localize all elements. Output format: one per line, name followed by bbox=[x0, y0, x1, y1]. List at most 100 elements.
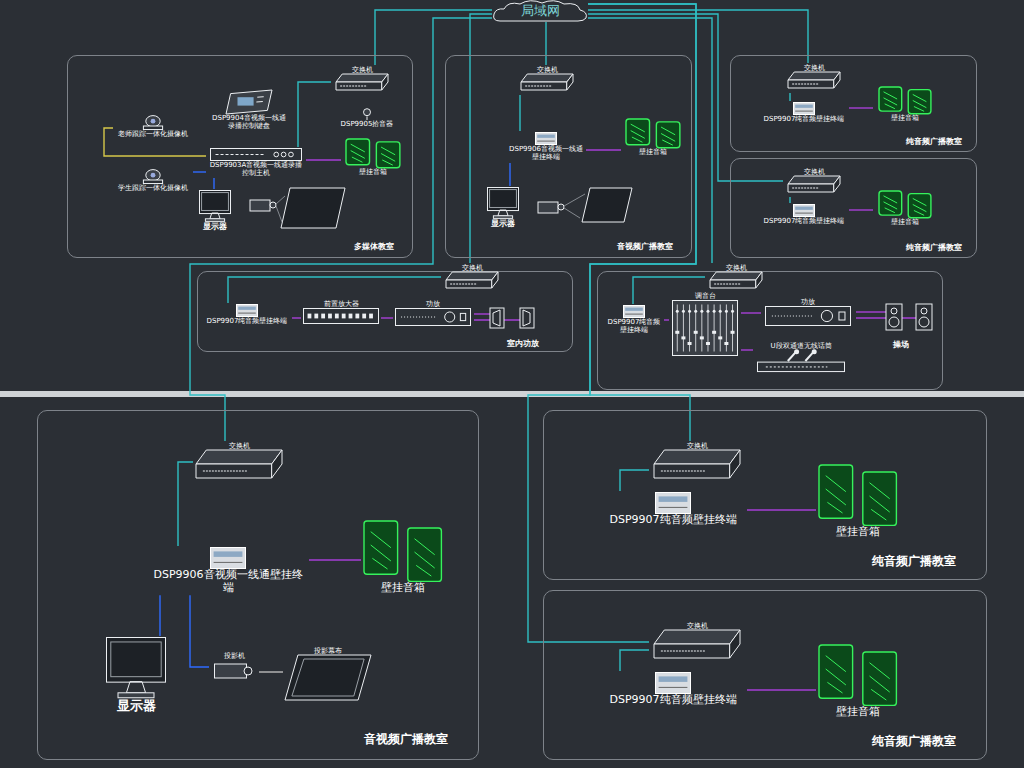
switch-device: 交换机 bbox=[649, 441, 745, 483]
device-label: 投影机 bbox=[224, 652, 245, 660]
spk-icon bbox=[345, 138, 401, 168]
switch-icon bbox=[336, 74, 388, 90]
spk-device: 壁挂音箱 bbox=[621, 117, 685, 161]
cam-icon bbox=[141, 114, 165, 130]
amp-icon bbox=[765, 306, 851, 326]
room-panel: 室内功放交换机DSP9907纯音频壁挂终端前置放大器功放 bbox=[197, 271, 573, 352]
device-label: 功放 bbox=[426, 300, 440, 308]
network-cable bbox=[190, 595, 209, 667]
spk-device: 壁挂音箱 bbox=[341, 137, 405, 181]
lan-cloud: 局域网 bbox=[492, 0, 588, 22]
switch-icon bbox=[196, 450, 282, 478]
proj-device: 投影机 bbox=[209, 651, 259, 683]
term-device: DSP9907纯音频壁挂终端 bbox=[759, 101, 849, 127]
mon-icon bbox=[199, 190, 231, 222]
proj-icon bbox=[214, 660, 254, 680]
device-label: 交换机 bbox=[726, 264, 747, 272]
wmic-device: U段双通道无线话筒 bbox=[753, 341, 849, 377]
network-cable bbox=[228, 277, 441, 303]
term-device: DSP9906音视频一线通壁挂终端 bbox=[506, 131, 586, 163]
room-title: 纯音频广播教室 bbox=[906, 137, 962, 146]
network-cable bbox=[470, 14, 492, 263]
pre-device: 前置放大器 bbox=[301, 299, 381, 329]
cam-device: 学生跟踪一体化摄像机 bbox=[113, 167, 193, 195]
mon-device: 显示器 bbox=[101, 636, 171, 718]
room-title: 多媒体教室 bbox=[354, 242, 394, 251]
term-device: DSP9907纯音频壁挂终端 bbox=[202, 303, 292, 331]
spk-icon bbox=[878, 86, 932, 114]
network-cable bbox=[292, 317, 301, 318]
network-cable bbox=[545, 22, 546, 65]
kbd-icon bbox=[226, 90, 272, 114]
switch-icon bbox=[788, 176, 840, 192]
device-label: 显示器 bbox=[491, 219, 515, 228]
switch-device: 交换机 bbox=[705, 263, 767, 293]
device-label: 老师跟踪一体化摄像机 bbox=[118, 130, 188, 138]
term-icon bbox=[210, 547, 246, 569]
device-label: 交换机 bbox=[537, 66, 558, 74]
device-label: 交换机 bbox=[687, 622, 708, 630]
network-cable bbox=[193, 171, 206, 172]
network-cable bbox=[586, 149, 621, 150]
screen-icon bbox=[285, 655, 371, 705]
device-label: 前置放大器 bbox=[324, 300, 359, 308]
network-cable bbox=[633, 277, 705, 304]
network-cable bbox=[178, 462, 193, 546]
network-cable bbox=[519, 95, 520, 131]
device-label: 壁挂音箱 bbox=[836, 706, 880, 719]
projection-beam bbox=[276, 194, 585, 222]
network-cable bbox=[298, 82, 331, 147]
term-device: DSP9906音视频一线通壁挂终端 bbox=[147, 546, 309, 595]
device-label: 调音台 bbox=[695, 292, 716, 300]
device-label: DSP9907纯音频壁挂终端 bbox=[609, 694, 736, 707]
spk-icon bbox=[625, 118, 681, 148]
spk-icon bbox=[818, 464, 898, 526]
amp-icon bbox=[395, 308, 471, 326]
cam-device: 老师跟踪一体化摄像机 bbox=[113, 113, 193, 141]
switch-device: 交换机 bbox=[331, 65, 393, 95]
cam-icon bbox=[141, 168, 165, 184]
host-device: DSP9903A音视频一线通录播控制主机 bbox=[206, 147, 306, 178]
term-icon bbox=[655, 492, 691, 514]
amp-device: 功放 bbox=[761, 297, 855, 329]
room-panel: 多媒体教室交换机老师跟踪一体化摄像机学生跟踪一体化摄像机DSP9904音视频一线… bbox=[67, 55, 413, 258]
device-label: 学生跟踪一体化摄像机 bbox=[118, 184, 188, 192]
term-device: DSP9907纯音频壁挂终端 bbox=[599, 491, 747, 535]
term-icon bbox=[623, 305, 645, 318]
network-cable bbox=[528, 4, 696, 642]
room-title: 纯音频广播教室 bbox=[906, 243, 962, 252]
network-cable bbox=[849, 209, 873, 210]
device-label: 交换机 bbox=[462, 264, 483, 272]
screen-device: 投影幕布 bbox=[283, 646, 373, 710]
mon-device: 显示器 bbox=[193, 189, 237, 237]
device-label: 壁挂音箱 bbox=[639, 148, 667, 156]
term-device: DSP9907纯音频壁挂终端 bbox=[599, 671, 747, 715]
spk-device: 壁挂音箱 bbox=[816, 463, 900, 547]
network-cable bbox=[104, 128, 206, 156]
term-icon bbox=[793, 204, 815, 217]
room-title: 音视频广播教室 bbox=[364, 733, 448, 747]
network-cable bbox=[159, 595, 160, 636]
switch-icon bbox=[788, 72, 840, 88]
room-panel: 音视频广播教室交换机DSP9906音视频一线通壁挂终端壁挂音箱显示器投影机投影幕… bbox=[37, 410, 479, 760]
device-label: DSP9905拾音器 bbox=[341, 120, 394, 128]
room-panel: 纯音频广播教室交换机DSP9907纯音频壁挂终端壁挂音箱 bbox=[543, 590, 987, 760]
device-label: DSP9907纯音频壁挂终端 bbox=[606, 318, 662, 334]
network-cable bbox=[849, 107, 873, 108]
spk-icon bbox=[818, 644, 898, 706]
switch-icon bbox=[654, 630, 740, 658]
switch-device: 交换机 bbox=[516, 65, 578, 95]
network-cable bbox=[741, 312, 761, 313]
network-cable bbox=[509, 163, 510, 186]
device-label: 壁挂音箱 bbox=[359, 168, 387, 176]
device-label: 显示器 bbox=[117, 699, 156, 714]
room-title: 室内功放 bbox=[507, 339, 539, 348]
room-title: 音视频广播教室 bbox=[617, 242, 673, 251]
network-cable bbox=[213, 178, 214, 189]
mon-icon bbox=[487, 187, 519, 219]
device-label: DSP9907纯音频壁挂终端 bbox=[764, 115, 845, 123]
spk-device: 壁挂音箱 bbox=[873, 85, 937, 127]
switch-icon bbox=[446, 272, 498, 288]
network-cable bbox=[741, 349, 753, 350]
